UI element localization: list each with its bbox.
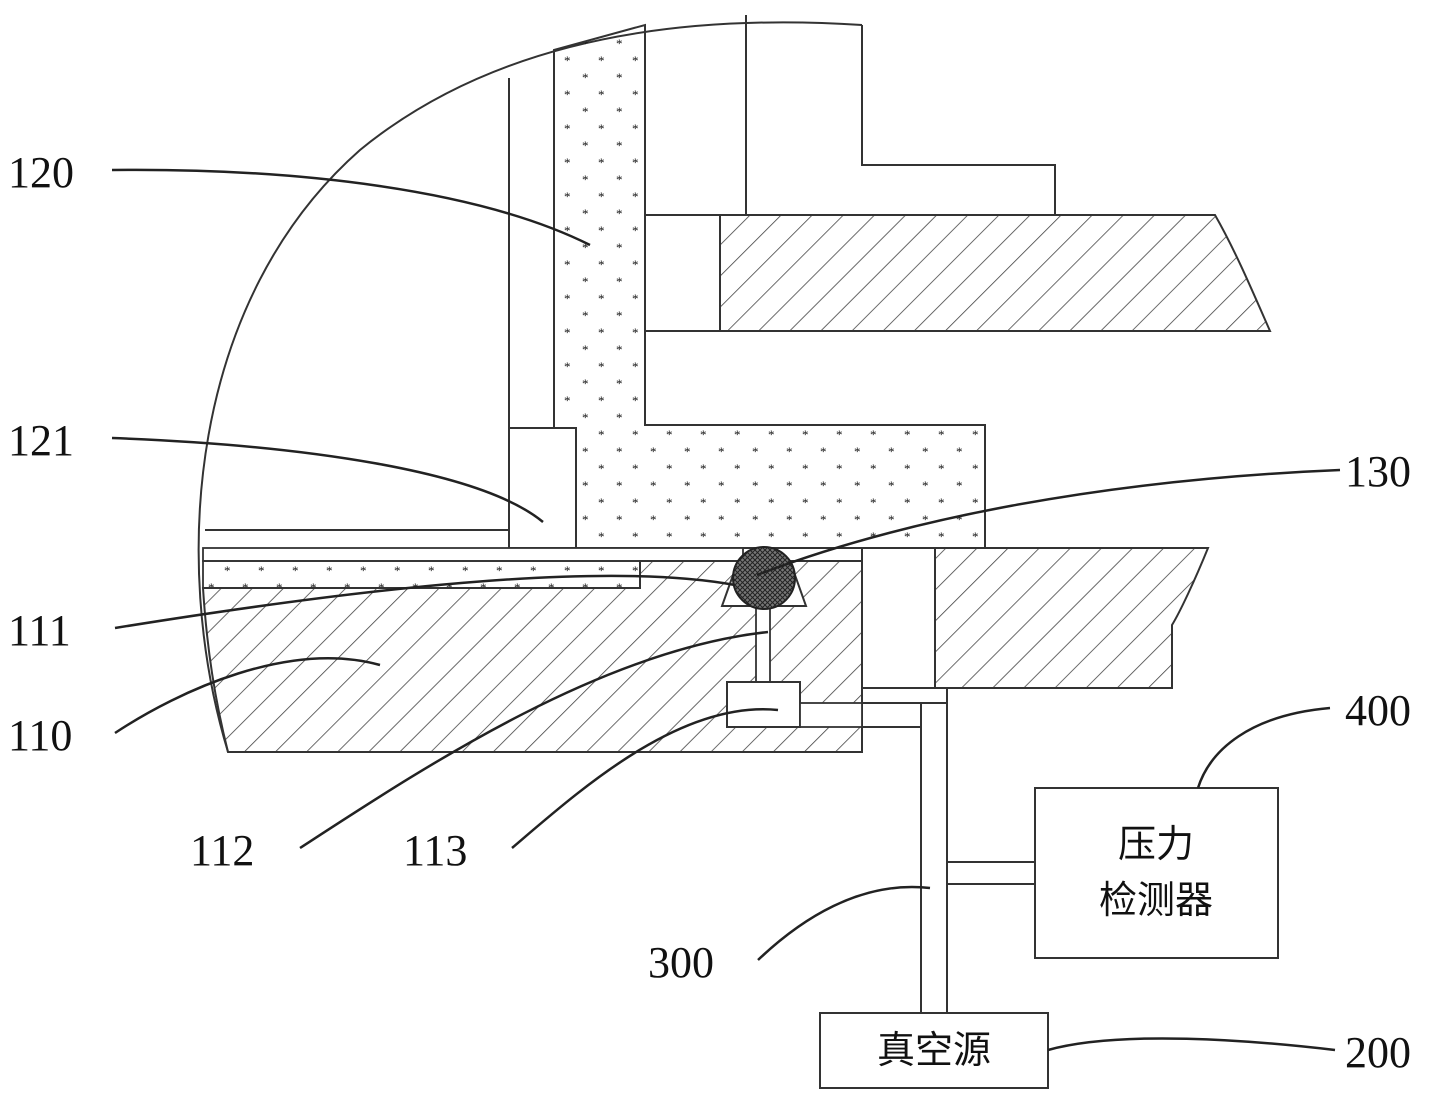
label-300: 300: [648, 938, 714, 987]
label-130: 130: [1345, 447, 1411, 496]
pressure-detector-box: [1034, 787, 1279, 959]
leader-130: [756, 468, 1341, 577]
section-boundary-arc: [197, 21, 863, 753]
leader-300: [757, 885, 931, 961]
outlet-channel: [799, 702, 863, 728]
label-200: 200: [1345, 1028, 1411, 1077]
pressure-detector-line1: 压力: [1118, 824, 1194, 866]
leader-lines: [111, 168, 1341, 1052]
lower-hatched-plate: [934, 547, 1210, 689]
leader-400: [1196, 706, 1331, 789]
upper-hatched-plate: [719, 214, 1272, 332]
leader-111: [114, 574, 736, 630]
pressure-detector-line2: 检测器: [1099, 880, 1213, 922]
upper-gap-block: [644, 214, 721, 332]
vent-channel-112: [755, 605, 771, 683]
pipe-300: [862, 688, 948, 1014]
frame-step: [861, 25, 1056, 215]
label-111: 111: [8, 606, 71, 655]
leader-110: [114, 657, 381, 735]
label-112: 112: [190, 826, 254, 875]
vacuum-source-label: 真空源: [877, 1030, 991, 1072]
label-113: 113: [403, 826, 467, 875]
right-gap-block: [861, 547, 936, 689]
label-120: 120: [8, 148, 74, 197]
label-110: 110: [8, 711, 72, 760]
leader-112: [299, 630, 769, 850]
leader-120: [111, 168, 591, 247]
label-400: 400: [1345, 686, 1411, 735]
label-121: 121: [8, 416, 74, 465]
seal-ring-130: [732, 546, 796, 610]
pipe-branch: [946, 861, 1036, 885]
leader-121: [111, 436, 544, 523]
part-111-dotted-strip: [202, 560, 641, 589]
vacuum-source-box: [819, 1012, 1049, 1089]
leader-200: [1047, 1037, 1336, 1052]
thin-strip: [202, 547, 744, 562]
leader-113: [511, 707, 779, 849]
part-121-block: [508, 427, 577, 549]
vacuum-chamber-113: [726, 681, 801, 728]
